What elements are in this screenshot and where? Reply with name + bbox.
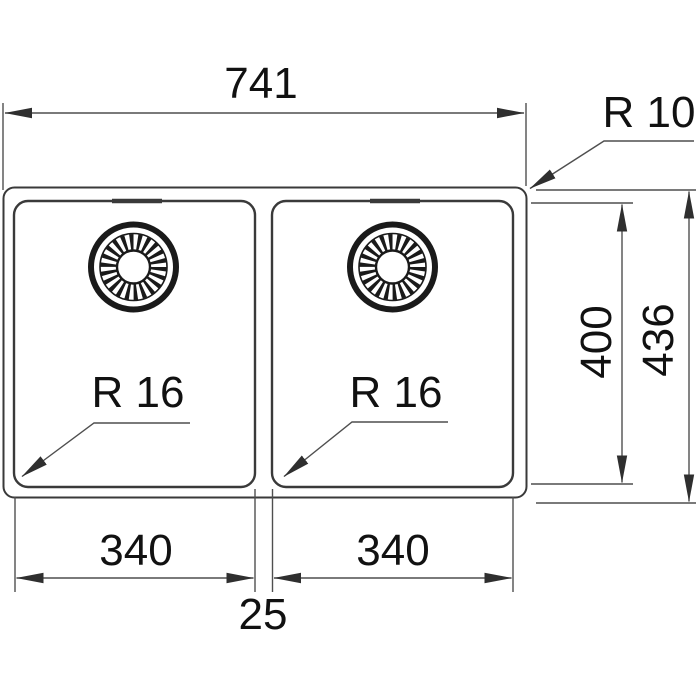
dim-label-right-bowl-radius: R 16 (349, 368, 443, 417)
extension-lines (2, 103, 696, 592)
dim-label-right-bowl-width: 340 (356, 526, 430, 575)
dim-label-total-width: 741 (224, 59, 298, 108)
dim-label-total-depth: 436 (634, 303, 683, 377)
dim-label-center-divider: 25 (238, 590, 288, 639)
sink-outline (2, 186, 528, 499)
left-drain-icon (88, 221, 179, 313)
dim-label-left-bowl-width: 340 (99, 526, 173, 575)
leader-right-bowl-radius (283, 421, 448, 478)
dim-label-bowl-depth: 400 (572, 305, 621, 379)
dim-label-left-bowl-radius: R 16 (91, 368, 185, 417)
leader-outer-radius (529, 140, 694, 190)
leader-lines (21, 140, 694, 478)
dimension-lines (4, 107, 695, 584)
leader-left-bowl-radius (21, 422, 190, 478)
dim-label-outer-corner-radius: R 10 (602, 88, 696, 137)
sink-outer-rim (2, 186, 528, 499)
sink-left-bowl (12, 199, 257, 489)
right-drain-icon (347, 221, 438, 313)
